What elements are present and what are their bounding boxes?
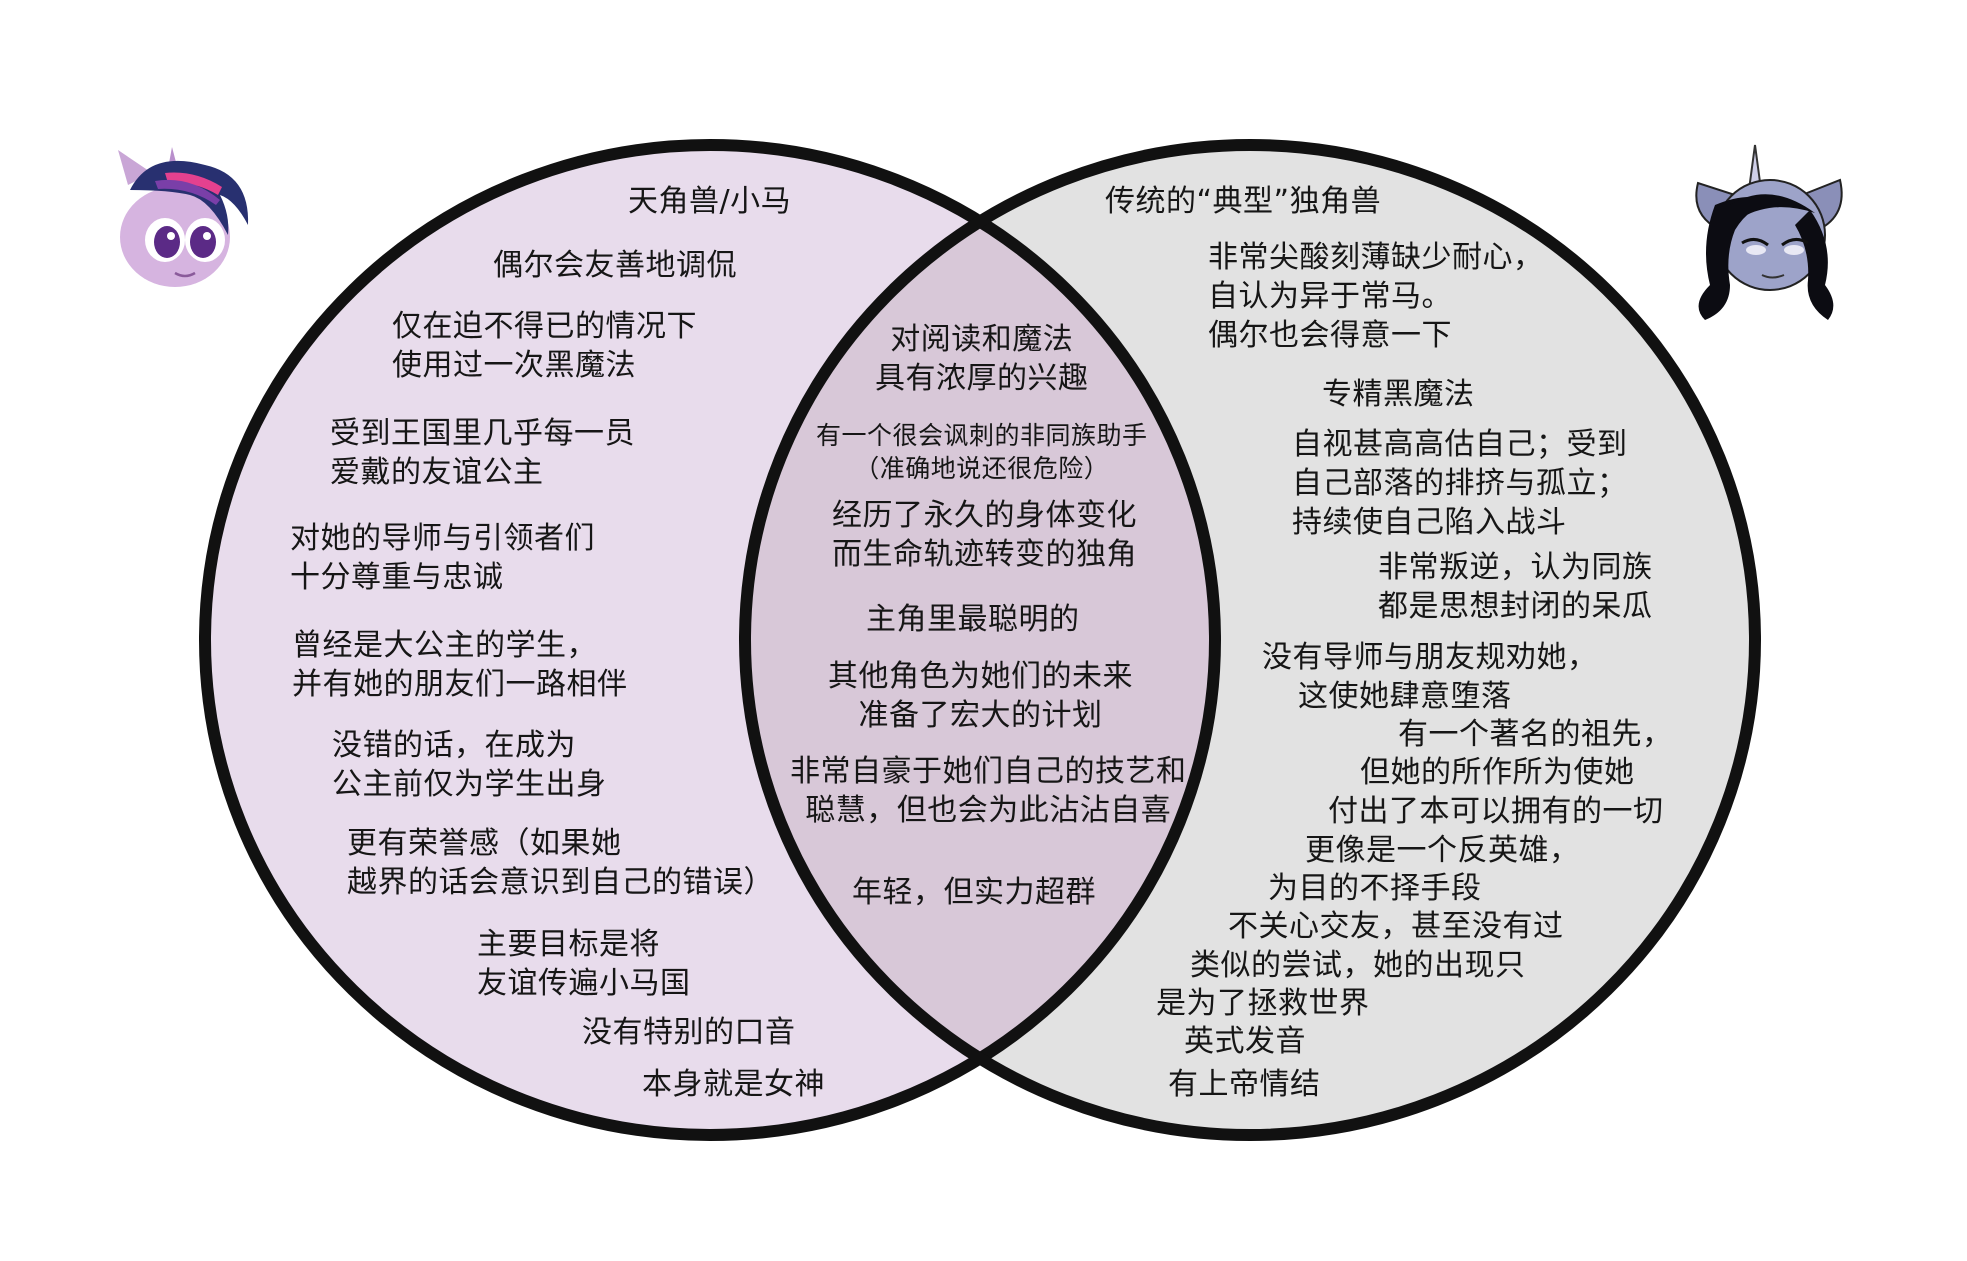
left-item: 对她的导师与引领者们 十分尊重与忠诚: [290, 521, 595, 595]
left-item: 没有特别的口音: [582, 1015, 796, 1050]
right-item: 这使她肆意堕落: [1298, 679, 1512, 714]
left-set-title: 天角兽/小马: [628, 184, 792, 219]
left-circle-outline: [199, 139, 1221, 1141]
right-item: 有上帝情结: [1168, 1067, 1321, 1102]
shared-item: 有一个很会讽刺的非同族助手 （准确地说还很危险）: [816, 421, 1148, 483]
right-item: 不关心交友，甚至没有过: [1228, 909, 1564, 944]
right-circle-outline: [739, 139, 1761, 1141]
right-set-title: 传统的“典型”独角兽: [1105, 184, 1382, 219]
left-item: 本身就是女神: [642, 1067, 825, 1102]
right-item: 为目的不择手段: [1268, 871, 1482, 906]
left-item: 受到王国里几乎每一员 爱戴的友谊公主: [330, 416, 635, 490]
right-item: 英式发音: [1184, 1024, 1306, 1059]
right-item: 是为了拯救世界: [1156, 986, 1370, 1021]
shared-item: 主角里最聪明的: [866, 602, 1080, 637]
left-item: 曾经是大公主的学生， 并有她的朋友们一路相伴: [292, 628, 628, 702]
right-item: 专精黑魔法: [1322, 377, 1475, 412]
right-item: 没有导师与朋友规劝她，: [1262, 640, 1598, 675]
left-item: 偶尔会友善地调侃: [493, 248, 737, 283]
shared-item: 经历了永久的身体变化 而生命轨迹转变的独角: [832, 498, 1137, 572]
right-item: 自视甚高高估自己；受到 自己部落的排挤与孤立； 持续使自己陷入战斗: [1292, 427, 1628, 540]
left-item: 仅在迫不得已的情况下 使用过一次黑魔法: [392, 309, 697, 383]
left-item: 没错的话，在成为 公主前仅为学生出身: [332, 728, 607, 802]
shared-item: 对阅读和魔法 具有浓厚的兴趣: [875, 322, 1089, 396]
right-item: 非常叛逆，认为同族 都是思想封闭的呆瓜: [1378, 550, 1653, 624]
overlap-region: [745, 145, 1215, 1135]
shared-item: 其他角色为她们的未来 准备了宏大的计划: [828, 659, 1133, 733]
right-item: 但她的所作所为使她: [1360, 755, 1635, 790]
right-item: 有一个著名的祖先，: [1398, 717, 1673, 752]
right-item: 类似的尝试，她的出现只: [1190, 948, 1526, 983]
right-item: 付出了本可以拥有的一切: [1328, 794, 1664, 829]
shared-item: 非常自豪于她们自己的技艺和 聪慧，但也会为此沾沾自喜: [790, 754, 1187, 828]
twilight-sparkle-pony-icon: [118, 147, 249, 287]
dark-unicorn-pony-icon: [1695, 144, 1843, 320]
shared-item: 年轻，但实力超群: [852, 875, 1096, 910]
right-item: 非常尖酸刻薄缺少耐心， 自认为异于常马。 偶尔也会得意一下: [1208, 240, 1544, 353]
right-item: 更像是一个反英雄，: [1305, 833, 1580, 868]
left-item: 主要目标是将 友谊传遍小马国: [477, 927, 691, 1001]
left-item: 更有荣誉感（如果她 越界的话会意识到自己的错误）: [347, 826, 774, 900]
